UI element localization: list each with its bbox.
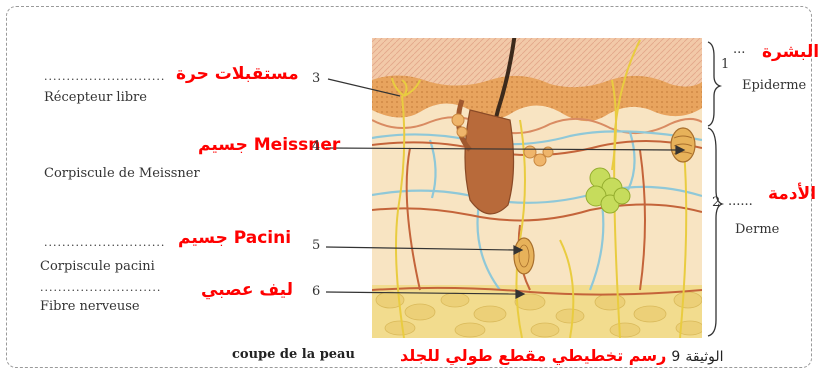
label-epiderme-ar: البشرة <box>762 42 819 62</box>
meissner-corpuscle <box>671 128 695 162</box>
answer-line-6: ........................... <box>40 281 161 294</box>
number-2: 2 <box>712 195 720 210</box>
label-receptor-ar: مستقبلات حرة <box>176 64 299 84</box>
label-meissner-fr: Corpiscule de Meissner <box>44 166 200 181</box>
label-pacini-ar: جسيم Pacini <box>178 228 291 248</box>
number-5: 5 <box>312 238 320 253</box>
label-fibre-ar: ليف عصبي <box>201 280 293 300</box>
label-receptor-fr: Récepteur libre <box>44 90 147 105</box>
caption-ar: الوثيقة 9 رسم تخطيطي مقطع طولي للجلد <box>400 346 724 365</box>
number-6: 6 <box>312 284 320 299</box>
answer-line-3: ........................... <box>44 70 165 83</box>
caption-ar-number: 9 <box>671 349 680 365</box>
label-derme-ar: الأدمة <box>768 184 816 204</box>
hair-follicle <box>465 110 514 214</box>
dermis-brace <box>708 128 722 336</box>
label-derme-fr: Derme <box>735 222 779 237</box>
answer-line-5: ........................... <box>44 236 165 249</box>
number-4: 4 <box>312 139 320 154</box>
caption-ar-text: رسم تخطيطي مقطع طولي للجلد <box>400 346 666 365</box>
label-pacini-fr: Corpiscule pacini <box>40 259 155 274</box>
number-3: 3 <box>312 71 320 86</box>
answer-line-2: ...... <box>728 194 753 209</box>
pacini-corpuscle <box>514 238 534 274</box>
skin-block <box>372 2 704 340</box>
answer-line-1: ... <box>733 42 745 57</box>
caption-ar-prefix: الوثيقة <box>685 349 723 365</box>
label-epiderme-fr: Epiderme <box>742 78 806 93</box>
number-1: 1 <box>721 57 729 72</box>
caption-fr: coupe de la peau <box>232 347 355 362</box>
label-fibre-fr: Fibre nerveuse <box>40 299 140 314</box>
epidermis-brace <box>708 42 720 126</box>
